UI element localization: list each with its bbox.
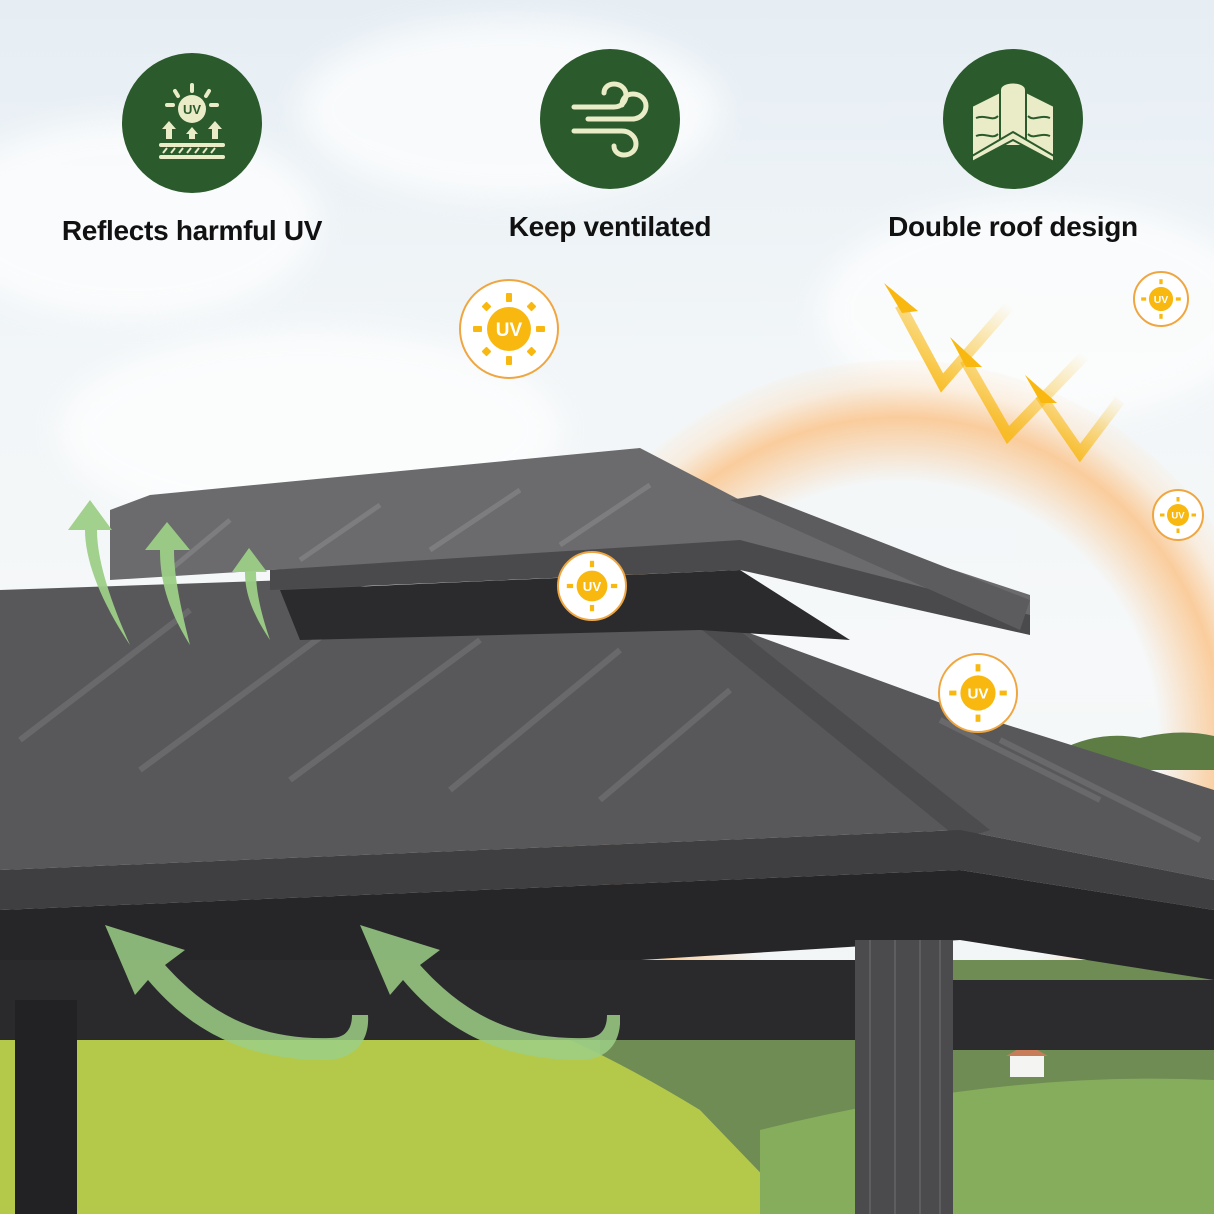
feature-label: Keep ventilated xyxy=(508,211,712,242)
svg-text:UV: UV xyxy=(967,686,989,703)
feature-double-roof: Double roof design xyxy=(863,49,1163,243)
airflow-curved-arrows xyxy=(105,925,620,1060)
uv-sun-icon: UV xyxy=(1133,271,1189,327)
svg-text:UV: UV xyxy=(183,102,201,117)
svg-text:UV: UV xyxy=(1154,295,1169,306)
uv-reflect-icon: UV xyxy=(122,53,262,193)
uv-sun-icon: UV xyxy=(1152,489,1204,541)
uv-sun-icon: UV xyxy=(557,551,627,621)
svg-text:UV: UV xyxy=(583,579,602,594)
feature-ventilated: Keep ventilated xyxy=(460,49,760,243)
feature-label: Double roof design xyxy=(888,211,1138,242)
uv-sun-icon: UV xyxy=(938,653,1018,733)
airflow-up-arrows xyxy=(68,500,270,645)
uv-reflection-arrows xyxy=(884,283,1125,463)
wind-icon xyxy=(540,49,680,189)
svg-text:UV: UV xyxy=(496,320,523,341)
feature-label: Reflects harmful UV xyxy=(61,215,323,246)
uv-sun-icon: UV xyxy=(459,279,559,379)
feature-reflects-uv: UV Reflects harmful UV xyxy=(42,53,342,247)
svg-text:UV: UV xyxy=(1171,511,1185,522)
double-roof-icon xyxy=(943,49,1083,189)
gazebo-roof xyxy=(0,448,1214,1214)
